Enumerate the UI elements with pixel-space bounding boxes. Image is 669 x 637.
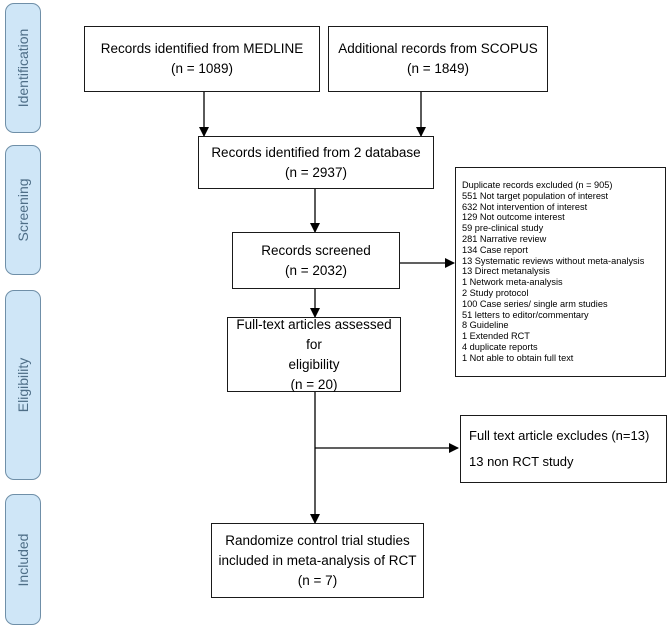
exclusion-item: 13 Systematic reviews without meta-analy… [462, 255, 645, 266]
exclusion-item: 1 Not able to obtain full text [462, 352, 574, 363]
stage-label-text: Identification [15, 28, 31, 108]
exclusion-item: 59 pre-clinical study [462, 223, 544, 234]
box-count: (n = 1089) [171, 61, 233, 76]
stage-eligibility: Eligibility [5, 290, 41, 480]
exclusion-item: 100 Case series/ single arm studies [462, 298, 608, 309]
box-text: Full-text articles assessed for [236, 316, 392, 352]
exclusion-item: 8 Guideline [462, 320, 509, 331]
box-count: (n = 1849) [407, 61, 469, 76]
box-text: included in meta-analysis of RCT [218, 552, 417, 568]
box-text: Randomize control trial studies [225, 532, 410, 548]
stage-identification: Identification [5, 3, 41, 133]
exclusion-item: 51 letters to editor/commentary [462, 309, 589, 320]
box-screening-exclusions: Duplicate records excluded (n = 905) 551… [455, 167, 666, 377]
box-fulltext-assessed: Full-text articles assessed for eligibil… [227, 317, 401, 392]
exclusion-item: 551 Not target population of interest [462, 190, 609, 201]
exclusion-item: 281 Narrative review [462, 233, 547, 244]
exclusion-item: Duplicate records excluded (n = 905) [462, 180, 613, 190]
stage-included: Included [5, 494, 41, 625]
box-medline: Records identified from MEDLINE (n = 108… [84, 26, 320, 92]
box-screened: Records screened (n = 2032) [232, 232, 400, 289]
box-text: Records screened [261, 242, 371, 258]
stage-label-text: Included [15, 533, 31, 586]
box-fulltext-exclusions: Full text article excludes (n=13) 13 non… [460, 415, 667, 483]
exclusion-item: 13 Direct metanalysis [462, 266, 550, 277]
exclusion-item: 632 Not intervention of interest [462, 201, 588, 212]
exclusion-item: 4 duplicate reports [462, 341, 538, 352]
box-scopus: Additional records from SCOPUS (n = 1849… [328, 26, 548, 92]
fulltext-exclusion-item: 13 non RCT study [469, 454, 574, 469]
box-count: (n = 2937) [285, 164, 347, 180]
exclusion-item: 134 Case report [462, 244, 528, 255]
exclusion-item: 2 Study protocol [462, 287, 529, 298]
box-included: Randomize control trial studies included… [211, 523, 424, 598]
box-text: Additional records from SCOPUS [338, 41, 538, 56]
box-text: Records identified from 2 database [211, 144, 421, 160]
box-combined: Records identified from 2 database (n = … [198, 136, 434, 189]
stage-screening: Screening [5, 145, 41, 275]
exclusion-item: 129 Not outcome interest [462, 212, 565, 223]
box-count: (n = 20) [290, 376, 338, 392]
box-count: (n = 2032) [285, 262, 347, 278]
stage-label-text: Screening [15, 178, 31, 242]
stage-label-text: Eligibility [15, 357, 31, 413]
fulltext-exclusion-title: Full text article excludes (n=13) [469, 428, 650, 443]
box-count: (n = 7) [297, 572, 338, 588]
exclusion-item: 1 Network meta-analysis [462, 277, 563, 288]
box-text: Records identified from MEDLINE [100, 41, 304, 56]
box-text: eligibility [288, 356, 340, 372]
exclusion-item: 1 Extended RCT [462, 331, 530, 342]
